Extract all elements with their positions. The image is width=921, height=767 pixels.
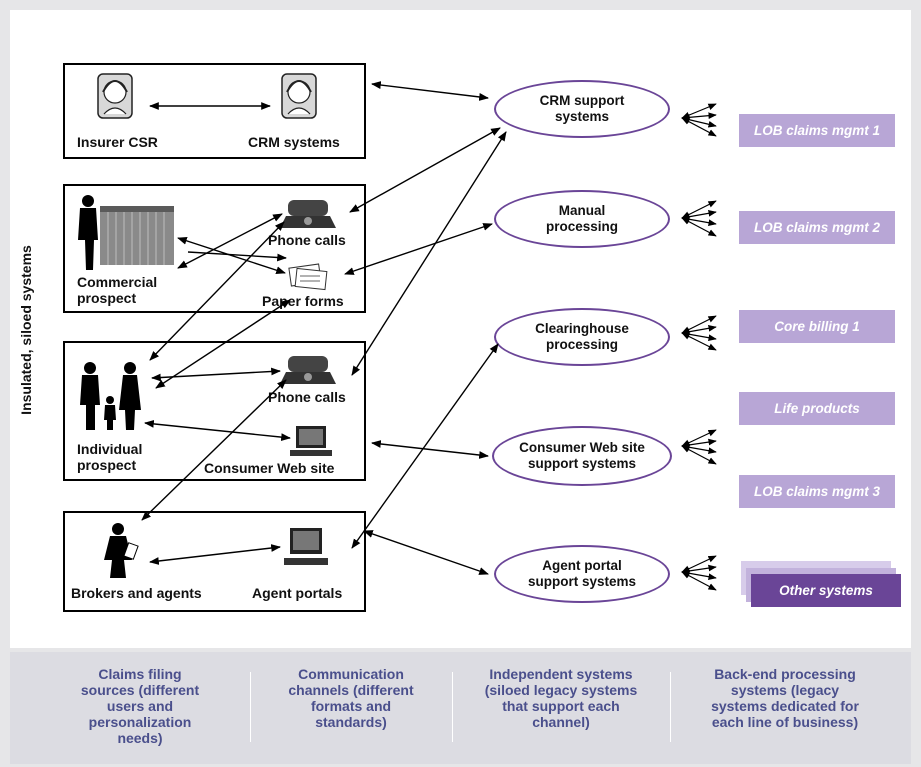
commercial-prospect-label: Commercial prospect — [77, 274, 158, 306]
other-systems-box: Other systems — [751, 574, 901, 607]
footer-col-channels: Communication channels (different format… — [288, 666, 414, 730]
csr-to-crm-support-link — [371, 81, 489, 101]
footer-legend: Claims filing sources (different users a… — [10, 652, 911, 764]
businessman-icon — [78, 195, 98, 270]
phone-calls-label-2: Phone calls — [268, 389, 346, 405]
fanout-manual — [681, 200, 717, 237]
portal-support-link — [363, 530, 489, 575]
insurer-csr-label: Insurer CSR — [77, 134, 158, 150]
telephone-icon — [280, 200, 336, 228]
fanout-clearinghouse — [681, 315, 717, 351]
core-billing-box: Core billing 1 — [739, 310, 895, 343]
crm-systems-label: CRM systems — [248, 134, 340, 150]
footer-col-independent: Independent systems (siloed legacy syste… — [484, 666, 638, 730]
agent-portal-support-text: Agent portal support systems — [527, 558, 637, 589]
individual-web-link — [144, 420, 291, 441]
phone-calls-label-1: Phone calls — [268, 232, 346, 248]
footer-divider — [452, 672, 453, 742]
broker-agent-icon — [104, 523, 139, 578]
crm-support-text: CRM support systems — [539, 93, 625, 124]
fanout-agent-portal — [681, 555, 717, 591]
footer-col-backend: Back-end processing systems (legacy syst… — [711, 666, 859, 730]
paper-to-manual-link — [344, 223, 493, 275]
telephone-icon — [280, 356, 336, 384]
computer-icon — [290, 426, 332, 456]
consumer-web-support-text: Consumer Web site support systems — [519, 440, 645, 471]
life-products-box: Life products — [739, 392, 895, 425]
footer-col-sources: Claims filing sources (different users a… — [80, 666, 200, 746]
brokers-portal-link — [149, 544, 281, 565]
lob-claims-1-box: LOB claims mgmt 1 — [739, 114, 895, 147]
manual-processing-text: Manual processing — [545, 203, 619, 234]
clearinghouse-oval: Clearinghouse processing — [494, 308, 670, 366]
agent-portals-label: Agent portals — [252, 585, 343, 601]
consumer-web-support-oval: Consumer Web site support systems — [492, 426, 672, 486]
clearinghouse-text: Clearinghouse processing — [535, 321, 629, 352]
connection-lines — [141, 81, 507, 575]
brokers-phone-link — [141, 379, 287, 521]
brokers-agents-label: Brokers and agents — [71, 585, 202, 601]
footer-divider — [250, 672, 251, 742]
manual-processing-oval: Manual processing — [494, 190, 670, 248]
paper-forms-icon — [288, 263, 328, 291]
fanout-consumer-web — [681, 429, 717, 465]
computer-icon — [284, 528, 328, 565]
phone2-crm-support-link — [351, 131, 507, 376]
portal-clearinghouse-link — [351, 343, 499, 549]
commercial-paper-link — [177, 237, 286, 274]
agent-portal-support-oval: Agent portal support systems — [494, 545, 670, 603]
building-icon — [100, 206, 174, 265]
crm-support-oval: CRM support systems — [494, 80, 670, 138]
phone-to-crm-support-link — [349, 127, 501, 213]
lob-claims-3-box: LOB claims mgmt 3 — [739, 475, 895, 508]
family-icon — [80, 362, 141, 430]
footer-divider — [670, 672, 671, 742]
fanout-arrows — [681, 103, 717, 591]
lob-claims-2-box: LOB claims mgmt 2 — [739, 211, 895, 244]
headset-person-icon — [281, 73, 317, 119]
web-support-link — [371, 440, 489, 459]
individual-prospect-label: Individual prospect — [77, 441, 143, 473]
individual-phone2-link — [151, 367, 281, 382]
headset-person-icon — [97, 73, 133, 119]
fanout-crm — [681, 103, 717, 137]
